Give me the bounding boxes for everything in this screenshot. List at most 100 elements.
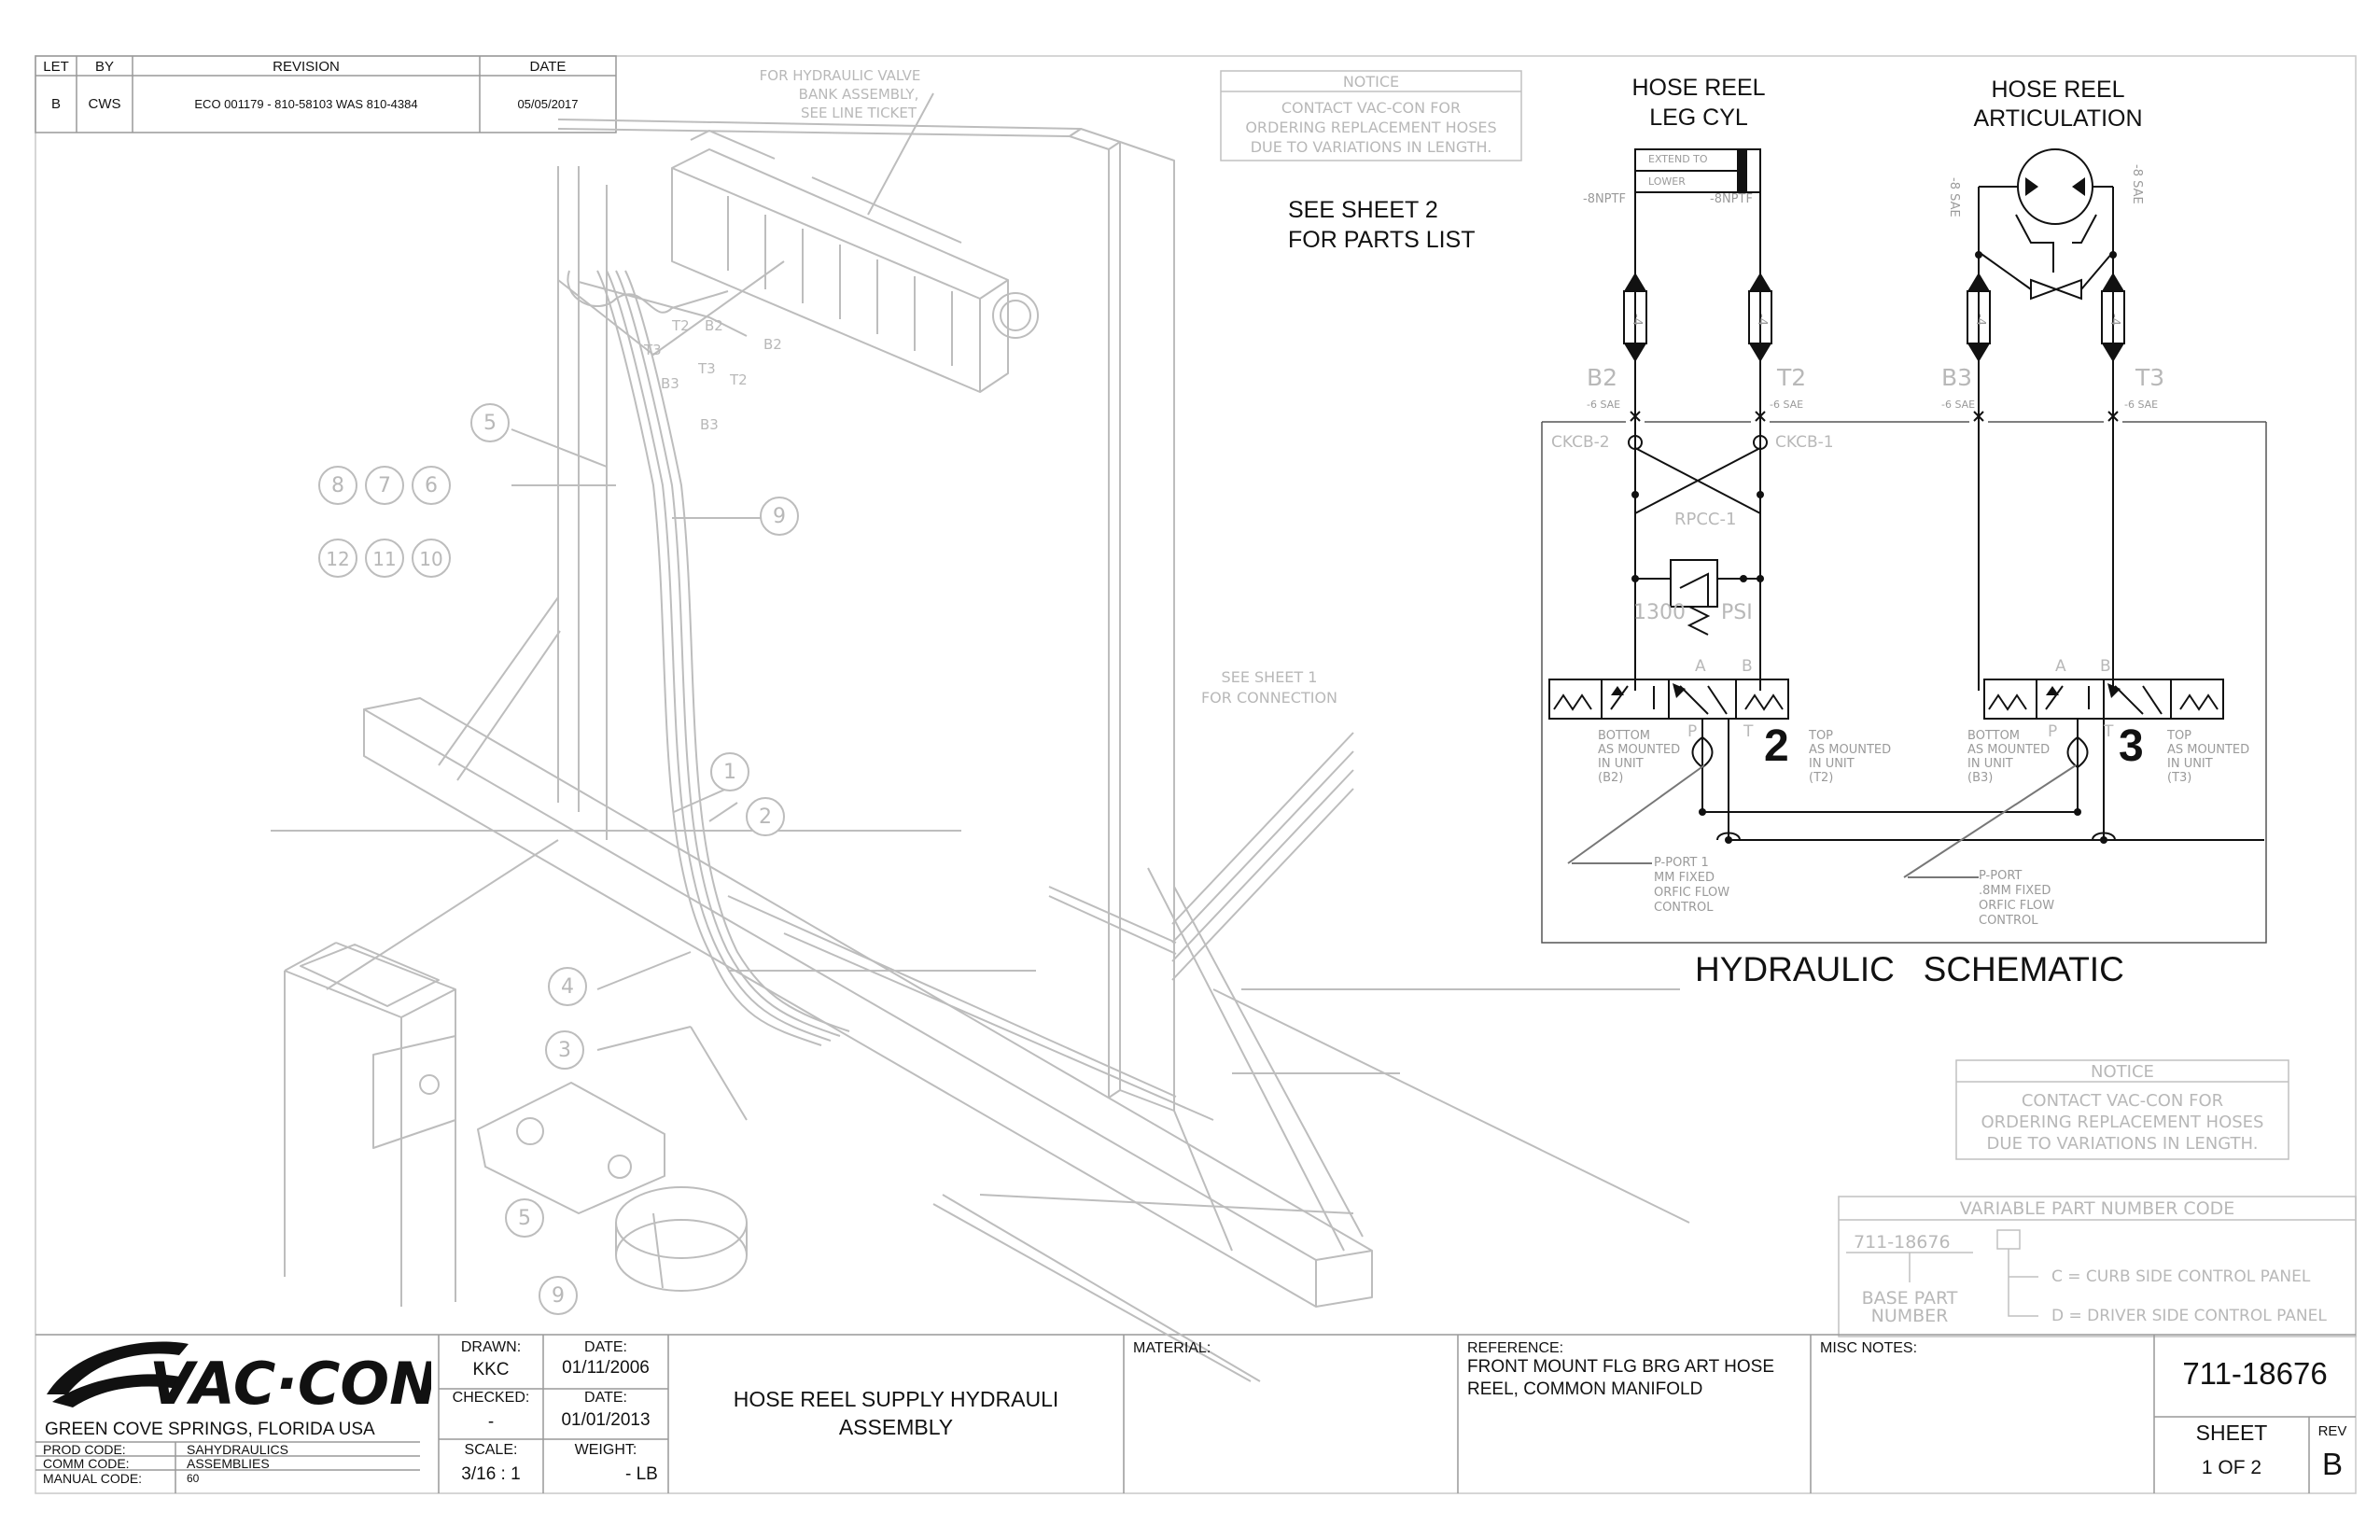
valve-label-bottom-b2: BOTTOM	[1598, 729, 1651, 743]
callout-11: 11	[372, 548, 397, 570]
prod-code-value: SAHYDRAULICS	[187, 1442, 288, 1457]
rev-header-by: BY	[94, 59, 114, 75]
see-sheet2-line1: SEE SHEET 2	[1288, 197, 1438, 223]
leg-cyl-title-line1: HOSE REEL	[1631, 75, 1766, 101]
valve-label-bottom-b2: IN UNIT	[1598, 757, 1644, 771]
check-valve-ckcb1: CKCB-1	[1775, 433, 1834, 452]
valve-note-line3: SEE LINE TICKET	[800, 105, 917, 121]
valve-label-top-t2: (T2)	[1809, 771, 1834, 785]
hose-size: -4	[1973, 314, 1987, 326]
port-size: -6 SAE	[1770, 399, 1804, 411]
vac-con-logo: VAC·CON	[47, 1341, 431, 1417]
sheet-value: 1 OF 2	[2201, 1457, 2262, 1478]
callout-4: 4	[561, 975, 574, 999]
orifice-note-right: CONTROL	[1979, 914, 2038, 928]
valve-label-bottom-b2: AS MOUNTED	[1598, 743, 1681, 757]
drawn-label: DRAWN:	[460, 1339, 522, 1355]
cyl-label-extend: EXTEND TO	[1648, 153, 1708, 165]
drawing-port-label: B3	[700, 416, 719, 433]
company-location: GREEN COVE SPRINGS, FLORIDA USA	[45, 1420, 375, 1439]
notice-top-line3: DUE TO VARIATIONS IN LENGTH.	[1250, 138, 1492, 156]
vac-con-logo-text: VAC·CON	[149, 1350, 431, 1417]
valve-label-top-t3: TOP	[2167, 729, 2192, 743]
orifice-note-right: ORFIC FLOW	[1979, 899, 2055, 913]
notice-top-title: NOTICE	[1342, 73, 1400, 91]
weight-label: WEIGHT:	[574, 1442, 637, 1458]
variable-part-base-label2: NUMBER	[1870, 1306, 1949, 1326]
fitting-label: -8NPTF	[1583, 192, 1626, 206]
orifice-note-left: MM FIXED	[1654, 871, 1715, 885]
port-size: -6 SAE	[1941, 399, 1976, 411]
orifice-note-left: P-PORT 1	[1654, 856, 1709, 870]
sheet-label: SHEET	[2195, 1421, 2268, 1445]
rev-row-date: 05/05/2017	[517, 97, 579, 111]
notice-bottom-title: NOTICE	[2091, 1062, 2154, 1082]
callout-2: 2	[759, 805, 772, 829]
hose-size: -4	[1630, 314, 1644, 326]
rev-row-by: CWS	[88, 96, 121, 112]
drawing-port-label: B2	[705, 317, 723, 334]
drawing-port-label: T3	[698, 360, 716, 377]
callout-9-bottom: 9	[552, 1284, 565, 1308]
orifice-note-right: .8MM FIXED	[1979, 884, 2051, 898]
rev-header-let: LET	[43, 59, 69, 75]
notice-bottom-line1: CONTACT VAC-CON FOR	[2021, 1091, 2224, 1111]
rev-header-date: DATE	[529, 59, 567, 75]
drawn-value: KKC	[472, 1360, 510, 1379]
manual-code-label: MANUAL CODE:	[43, 1471, 143, 1486]
variable-part-option-d: D = DRIVER SIDE CONTROL PANEL	[2051, 1307, 2327, 1325]
date2-label: DATE:	[584, 1390, 627, 1406]
checked-value: -	[487, 1412, 495, 1432]
valve-port-A: A	[2055, 657, 2066, 676]
valve-label-bottom-b2: (B2)	[1598, 771, 1624, 785]
valve-port-A: A	[1695, 657, 1706, 676]
checked-label: CHECKED:	[452, 1390, 530, 1406]
valve-label-top-t2: TOP	[1809, 729, 1834, 743]
variable-part-base: 711-18676	[1854, 1232, 1951, 1253]
valve-note-line2: BANK ASSEMBLY,	[798, 86, 919, 103]
variable-part-base-label1: BASE PART	[1861, 1288, 1958, 1309]
notice-bottom-line2: ORDERING REPLACEMENT HOSES	[1981, 1113, 2264, 1132]
hose-size: -4	[1755, 314, 1769, 326]
rev-header-revision: REVISION	[273, 59, 340, 75]
callout-3: 3	[558, 1039, 571, 1062]
valve-port-B: B	[2100, 657, 2111, 676]
rev-label: REV	[2317, 1423, 2347, 1439]
drawing-port-label: T2	[730, 371, 748, 388]
port-size: -6 SAE	[2124, 399, 2159, 411]
rev-value: B	[2321, 1447, 2343, 1481]
valve-port-T: T	[2104, 722, 2114, 741]
valve-label-top-t3: AS MOUNTED	[2167, 743, 2250, 757]
orifice-note-left: ORFIC FLOW	[1654, 886, 1730, 900]
see-sheet1-line2: FOR CONNECTION	[1200, 689, 1338, 707]
hose-size: -4	[2107, 314, 2121, 326]
drawing-port-label: B3	[661, 375, 679, 392]
date2-value: 01/01/2013	[561, 1410, 651, 1430]
weight-value: - LB	[625, 1464, 658, 1484]
part-number: 711-18676	[2182, 1356, 2328, 1391]
drawing-port-label: T3	[644, 342, 662, 358]
notice-bottom-line3: DUE TO VARIATIONS IN LENGTH.	[1986, 1134, 2259, 1154]
valve-note-line1: FOR HYDRAULIC VALVE	[759, 67, 921, 84]
variable-part-option-c: C = CURB SIDE CONTROL PANEL	[2051, 1267, 2311, 1286]
valve-port-B: B	[1742, 657, 1753, 676]
misc-notes-label: MISC NOTES:	[1820, 1340, 1918, 1356]
scale-value: 3/16 : 1	[461, 1464, 521, 1484]
cyl-label-lower: LOWER	[1648, 175, 1686, 188]
reference-line1: FRONT MOUNT FLG BRG ART HOSE	[1467, 1357, 1775, 1377]
valve-label-top-t2: IN UNIT	[1809, 757, 1855, 771]
prod-code-label: PROD CODE:	[43, 1442, 126, 1457]
valve-port-P: P	[2048, 722, 2058, 741]
articulation-title-line2: ARTICULATION	[1973, 105, 2143, 132]
valve-port-P: P	[1687, 722, 1698, 741]
manual-code-value: 60	[187, 1472, 200, 1485]
scale-label: SCALE:	[464, 1442, 518, 1458]
port-size: -6 SAE	[1587, 399, 1621, 411]
check-valve-ckcb2: CKCB-2	[1551, 433, 1610, 452]
section-number-3: 3	[2119, 721, 2144, 771]
relief-valve-name: RPCC-1	[1674, 510, 1737, 529]
leg-cyl-title-line2: LEG CYL	[1649, 105, 1748, 131]
relief-pressure: 1300	[1633, 601, 1686, 624]
valve-label-bottom-b3: BOTTOM	[1967, 729, 2021, 743]
